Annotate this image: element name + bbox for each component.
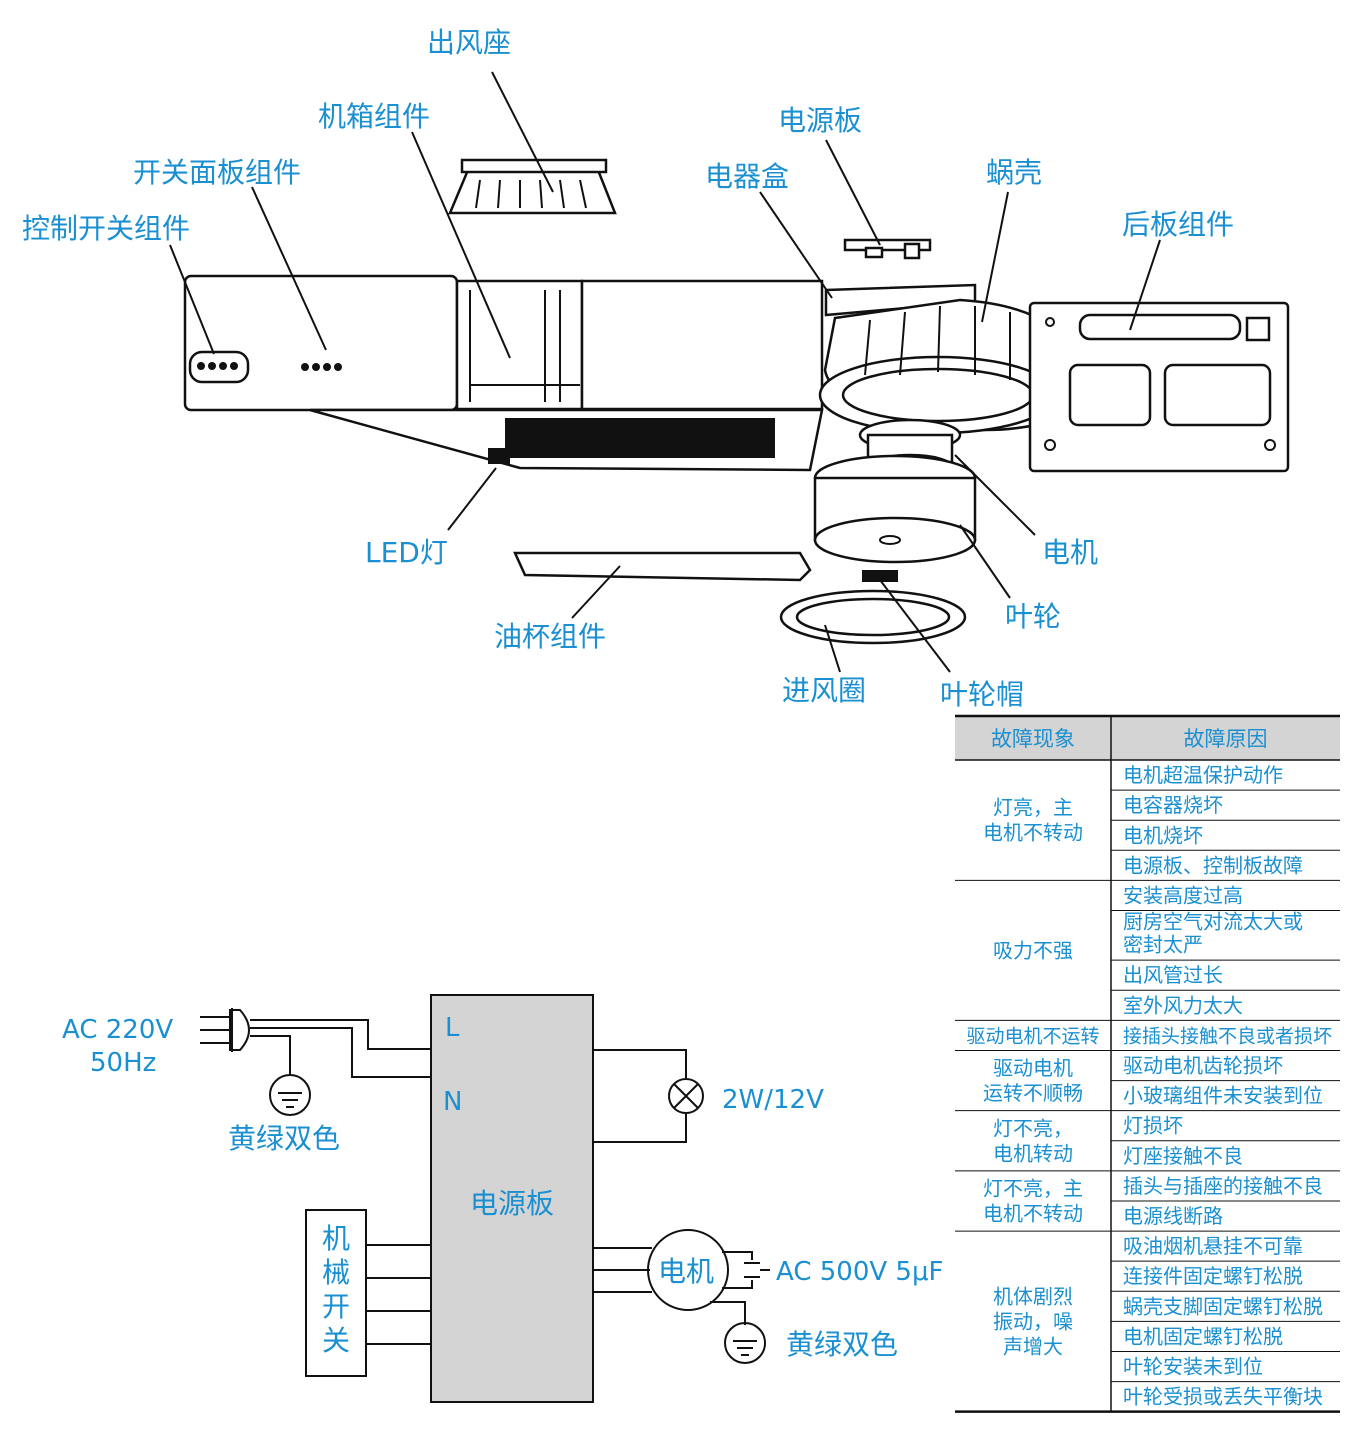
label-power-board: 电源板 <box>778 104 862 137</box>
terminal-l: L <box>445 1013 460 1043</box>
terminal-n: N <box>443 1087 462 1117</box>
cause-text: 吸油烟机悬挂不可靠 <box>1123 1234 1303 1258</box>
label-outlet-seat: 出风座 <box>427 26 511 59</box>
oil-cup-part <box>513 551 812 582</box>
label-impeller: 叶轮 <box>1005 600 1061 633</box>
table-header-cause: 故障原因 <box>1184 727 1268 751</box>
symptom-text: 灯不亮， <box>993 1116 1073 1140</box>
cause-text: 蜗壳支脚固定螺钉松脱 <box>1123 1294 1323 1318</box>
mech-switch-char-3: 开 <box>322 1290 350 1323</box>
plug-icon <box>200 1008 250 1052</box>
volute-part <box>818 298 1077 435</box>
symptom-text: 驱动电机不运转 <box>966 1025 1099 1047</box>
label-control-switch: 控制开关组件 <box>22 212 190 245</box>
motor-icon <box>647 1229 729 1311</box>
inlet-ring-part <box>779 589 967 645</box>
capacitor-label: AC 500V 5μF <box>776 1257 943 1287</box>
cause-text: 安装高度过高 <box>1123 883 1243 907</box>
label-switch-panel: 开关面板组件 <box>133 156 301 189</box>
led-lamp-part <box>488 450 508 464</box>
back-plate-part <box>1028 301 1290 473</box>
label-inlet-ring: 进风圈 <box>782 674 866 707</box>
leader-lines <box>169 71 1161 673</box>
ground-right-label: 黄绿双色 <box>786 1328 898 1361</box>
symptom-text: 灯亮，主 <box>993 796 1073 820</box>
symptom-text: 吸力不强 <box>993 938 1073 962</box>
capacitor-icon <box>744 1262 770 1278</box>
table-header-bg <box>955 716 1340 760</box>
cause-text: 驱动电机齿轮损坏 <box>1123 1054 1283 1078</box>
impeller-cap-part <box>862 570 898 582</box>
cause-text: 密封太严 <box>1123 933 1203 957</box>
cause-text: 灯座接触不良 <box>1123 1144 1243 1168</box>
symptom-text: 电机不转动 <box>983 821 1083 845</box>
cause-text: 叶轮受损或丢失平衡块 <box>1123 1385 1323 1409</box>
motor-label: 电机 <box>658 1255 714 1288</box>
label-volute: 蜗壳 <box>986 156 1042 189</box>
symptom-text: 电机不转动 <box>983 1201 1083 1225</box>
cause-text: 电机烧坏 <box>1123 823 1203 847</box>
mech-switch-char-4: 关 <box>322 1324 350 1357</box>
power-board-part <box>843 238 932 260</box>
cause-text: 室外风力太大 <box>1123 993 1243 1017</box>
impeller-part <box>813 454 977 564</box>
symptom-text: 振动，噪 <box>993 1309 1073 1333</box>
table-header-symptom: 故障现象 <box>991 727 1075 751</box>
cause-text: 接插头接触不良或者损坏 <box>1123 1025 1332 1047</box>
label-cabinet: 机箱组件 <box>318 100 430 133</box>
ac-source-line1: AC 220V <box>62 1015 173 1045</box>
label-led-lamp: LED灯 <box>365 536 448 569</box>
cause-text: 电机固定螺钉松脱 <box>1123 1324 1283 1348</box>
fault-table: 故障现象故障原因灯亮，主电机不转动电机超温保护动作电容器烧坏电机烧坏电源板、控制… <box>955 714 1340 1413</box>
symptom-text: 灯不亮，主 <box>983 1176 1083 1200</box>
label-back-plate: 后板组件 <box>1122 208 1234 241</box>
outlet-seat-part <box>448 158 617 215</box>
ac-source-line2: 50Hz <box>90 1048 156 1078</box>
mech-switch-char-1: 机 <box>322 1222 350 1255</box>
lamp-label: 2W/12V <box>722 1085 824 1115</box>
label-motor: 电机 <box>1042 536 1098 569</box>
symptom-text: 声增大 <box>1003 1334 1063 1358</box>
cause-text: 电源线断路 <box>1123 1204 1223 1228</box>
mech-switch-block <box>305 1209 367 1377</box>
cause-text: 小玻璃组件未安装到位 <box>1123 1084 1323 1108</box>
exploded-view: 出风座 机箱组件 开关面板组件 控制开关组件 电源板 电器盒 蜗壳 后板组件 L… <box>22 26 1290 711</box>
cause-text: 电容器烧坏 <box>1123 793 1223 817</box>
ground-left-icon <box>269 1074 311 1116</box>
cause-text: 出风管过长 <box>1123 963 1223 987</box>
cause-text: 插头与插座的接触不良 <box>1123 1174 1323 1198</box>
power-board-block <box>430 994 594 1403</box>
symptom-text: 电机转动 <box>993 1141 1073 1165</box>
circuit-diagram: AC 220V 50Hz 黄绿双色 L N 电源板 2W/12V 机 械 开 关 <box>62 994 943 1403</box>
cause-text: 叶轮安装未到位 <box>1123 1355 1263 1379</box>
cause-text: 厨房空气对流太大或 <box>1123 910 1303 934</box>
cause-text: 连接件固定螺钉松脱 <box>1123 1264 1303 1288</box>
cause-text: 电源板、控制板故障 <box>1123 853 1303 877</box>
power-board-label: 电源板 <box>470 1187 554 1220</box>
cabinet-part <box>183 274 824 472</box>
label-impeller-cap: 叶轮帽 <box>940 678 1024 711</box>
cause-text: 灯损坏 <box>1123 1114 1183 1138</box>
cause-text: 电机超温保护动作 <box>1123 763 1283 787</box>
symptom-text: 机体剧烈 <box>993 1284 1073 1308</box>
symptom-text: 运转不顺畅 <box>983 1081 1083 1105</box>
lamp-icon <box>668 1078 704 1114</box>
ground-right-icon <box>724 1322 766 1364</box>
label-electrical-box: 电器盒 <box>705 160 789 193</box>
ground-left-label: 黄绿双色 <box>228 1122 340 1155</box>
mech-switch-char-2: 械 <box>322 1256 350 1289</box>
symptom-text: 驱动电机 <box>993 1056 1073 1080</box>
label-oil-cup: 油杯组件 <box>494 620 606 653</box>
